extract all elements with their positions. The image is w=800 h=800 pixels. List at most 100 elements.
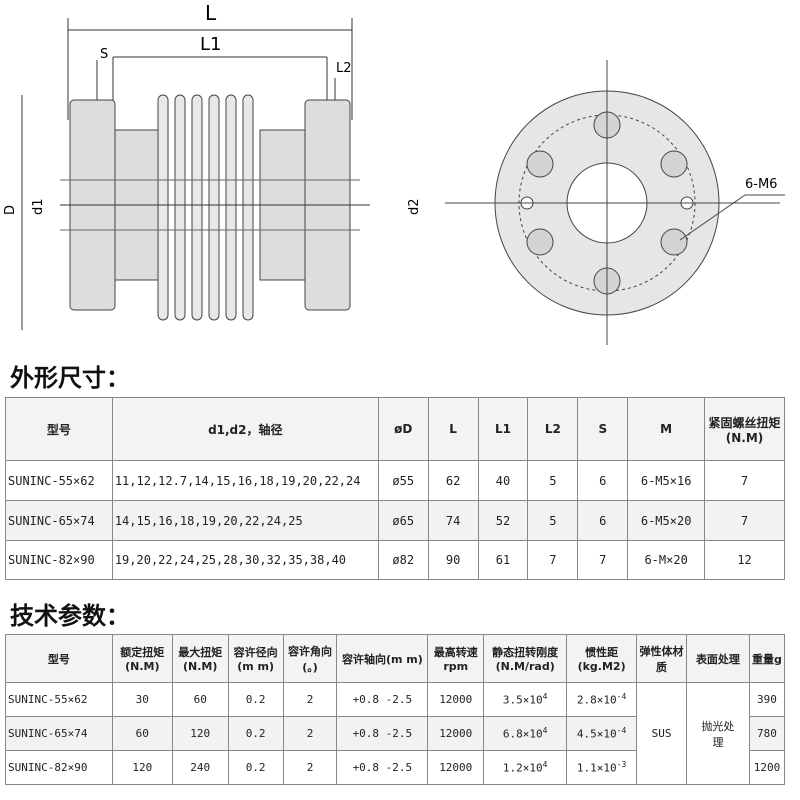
table-cell: 6-M5×16: [627, 460, 706, 501]
table-cell: 52: [477, 500, 529, 541]
column-header: L2: [527, 397, 579, 461]
table-cell: 40: [477, 460, 529, 501]
table-cell: 5: [527, 460, 579, 501]
table-cell: 19,20,22,24,25,28,30,32,35,38,40: [111, 540, 379, 580]
table-cell: 0.2: [227, 682, 284, 717]
column-header: L1: [477, 397, 529, 461]
table-cell: ø82: [377, 540, 429, 580]
table-cell: 62: [427, 460, 479, 501]
holes-label: 6-M6: [745, 177, 777, 192]
table-cell: SUNINC-65×74: [5, 716, 113, 751]
material-cell: SUS: [636, 682, 687, 785]
value-mantissa: 4.5×10: [576, 727, 617, 741]
table-cell: 7: [704, 460, 785, 501]
table-cell: 120: [111, 750, 173, 785]
coupling-drawing: L L1 S L2 D d1 d2 6-M6: [3, 1, 785, 345]
value-exponent: 4: [542, 726, 548, 736]
table-cell: 7: [527, 540, 579, 580]
table-cell: 11,12,12.7,14,15,16,18,19,20,22,24: [111, 460, 379, 501]
column-header: 型号: [5, 397, 113, 461]
value-exponent: -3: [616, 760, 627, 770]
table-cell: 6: [577, 500, 629, 541]
column-header: 容许径向(m m): [227, 634, 284, 683]
dim-D: D: [3, 205, 18, 215]
column-header: 静态扭转刚度(N.M/rad): [483, 634, 568, 683]
table-cell: 7: [704, 500, 785, 541]
table-cell: +0.8 -2.5: [336, 716, 429, 751]
column-header: 最高转速rpm: [427, 634, 485, 683]
column-header: 额定扭矩(N.M): [111, 634, 173, 683]
value-exponent: 4: [542, 692, 548, 702]
column-header: L: [427, 397, 479, 461]
column-header: 容许角向(。): [282, 634, 338, 683]
column-header: 表面处理: [685, 634, 750, 683]
table-cell: 12000: [427, 750, 485, 785]
column-header: 型号: [5, 634, 113, 683]
table-cell: 2.8×10-4: [566, 682, 638, 717]
table-cell: 1.1×10-3: [566, 750, 638, 785]
table-cell: 6.8×104: [483, 716, 568, 751]
value-exponent: 4: [542, 760, 548, 770]
table-cell: 0.2: [227, 750, 284, 785]
table-cell: ø55: [377, 460, 429, 501]
value-exponent: -4: [616, 692, 627, 702]
column-header: d1,d2，轴径: [111, 397, 379, 461]
dim-S: S: [100, 47, 108, 62]
table-cell: +0.8 -2.5: [336, 682, 429, 717]
value-mantissa: 1.1×10: [576, 761, 617, 775]
table-cell: 2: [282, 682, 338, 717]
table-cell: SUNINC-65×74: [5, 500, 113, 541]
column-header: S: [577, 397, 629, 461]
table-cell: 4.5×10-4: [566, 716, 638, 751]
value-mantissa: 2.8×10: [576, 693, 617, 707]
table-cell: 7: [577, 540, 629, 580]
value-mantissa: 1.2×10: [502, 761, 543, 775]
value-exponent: -4: [616, 726, 627, 736]
front-view: [445, 60, 785, 345]
table-cell: 3.5×104: [483, 682, 568, 717]
table-cell: ø65: [377, 500, 429, 541]
table-cell: 2: [282, 716, 338, 751]
table-cell: 60: [111, 716, 173, 751]
table-cell: 6-M5×20: [627, 500, 706, 541]
table-cell: SUNINC-82×90: [5, 540, 113, 580]
dim-d2: d2: [407, 198, 422, 215]
table-cell: 120: [171, 716, 229, 751]
column-header: 重量g: [748, 634, 786, 683]
table-cell: 780: [748, 716, 786, 751]
value-mantissa: 3.5×10: [502, 693, 543, 707]
table-cell: 90: [427, 540, 479, 580]
table-cell: 240: [171, 750, 229, 785]
table-cell: +0.8 -2.5: [336, 750, 429, 785]
table-cell: 1.2×104: [483, 750, 568, 785]
finish-cell: 抛光处理: [685, 682, 750, 785]
column-header: 最大扭矩(N.M): [171, 634, 229, 683]
table-cell: 6: [577, 460, 629, 501]
column-header: 惯性距(kg.M2): [566, 634, 638, 683]
table-cell: SUNINC-82×90: [5, 750, 113, 785]
column-header: 紧固螺丝扭矩(N.M): [704, 397, 785, 461]
value-mantissa: 6.8×10: [502, 727, 543, 741]
column-header: øD: [377, 397, 429, 461]
table-cell: 12000: [427, 682, 485, 717]
side-view: [21, 18, 370, 330]
specs-table: 型号额定扭矩(N.M)最大扭矩(N.M)容许径向(m m)容许角向(。)容许轴向…: [5, 634, 786, 785]
table-cell: 12000: [427, 716, 485, 751]
specs-title: 技术参数：: [10, 602, 130, 630]
column-header: 弹性体材质: [636, 634, 687, 683]
dim-L2: L2: [336, 61, 352, 76]
table-cell: SUNINC-55×62: [5, 460, 113, 501]
column-header: M: [627, 397, 706, 461]
table-cell: 74: [427, 500, 479, 541]
table-cell: 14,15,16,18,19,20,22,24,25: [111, 500, 379, 541]
column-header: 容许轴向(m m): [336, 634, 429, 683]
table-cell: 6-M×20: [627, 540, 706, 580]
table-cell: 1200: [748, 750, 786, 785]
dim-L: L: [205, 1, 217, 25]
